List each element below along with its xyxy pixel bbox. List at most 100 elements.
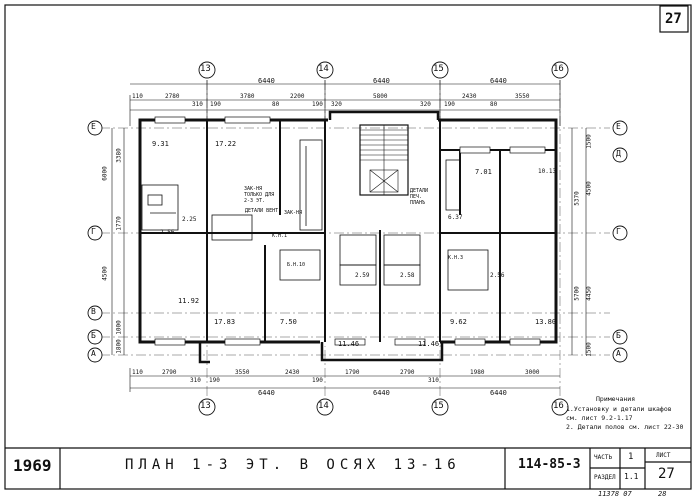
annotation: ДЕТАЛИ ВЕНТ [245, 208, 279, 214]
dim-bottom-chain-11: 1980 [470, 369, 485, 376]
dim-left-2: 3380 [115, 148, 123, 163]
section-label: РАЗДЕЛ [594, 474, 616, 481]
dim-top-overall-3: 6440 [490, 77, 507, 85]
sheet-number-top: 27 [665, 11, 682, 27]
dim-bottom-overall-1: 6440 [258, 389, 275, 397]
dim-right-1: 1500 [585, 134, 593, 149]
sheet-label: ЛИСТ [656, 452, 671, 459]
room-label: 17.83 [214, 318, 236, 326]
room-label: 13.80 [535, 318, 557, 326]
room-label: 9.31 [152, 140, 169, 148]
title-block [5, 447, 691, 489]
annotation: К.Н.1 [272, 233, 288, 239]
bottom-dimension-lines [129, 368, 560, 392]
annotation: ЗАК-НЯ ТОЛЬКО ДЛЯ 2-3 ЭТ. [244, 186, 275, 204]
dim-bottom-chain-10: 310 [428, 377, 439, 384]
partition-walls [141, 139, 489, 291]
dim-top-chain-3: 310 [192, 101, 203, 108]
room-label: 2.58 [400, 272, 415, 279]
sheet-value: 27 [658, 466, 675, 482]
notes-item: 1.Установку и детали шкафов [566, 405, 672, 413]
dim-top-chain-5: 3780 [240, 93, 255, 100]
dim-left-6: 1800 [115, 339, 123, 354]
dim-right-4: 4450 [585, 286, 593, 301]
annotation: Б.Н.10 [287, 262, 306, 268]
dim-right-6: 1500 [585, 342, 593, 357]
room-label: 7.01 [475, 168, 492, 176]
axis-label-right-e: Е [616, 122, 621, 131]
exterior-walls [138, 118, 558, 344]
plan-title: ПЛАН 1-3 ЭТ. В ОСЯХ 13-16 [125, 457, 461, 473]
axis-label-right-g: Г [616, 227, 621, 236]
axis-grid [100, 80, 610, 400]
dim-left-1: 6000 [101, 166, 109, 181]
axis-label-bottom-13: 13 [200, 401, 211, 411]
dim-right-3: 4500 [585, 181, 593, 196]
dim-top-chain-10: 5800 [373, 93, 388, 100]
dim-top-chain-6: 80 [272, 101, 280, 108]
axis-label-left-v: В [91, 307, 96, 316]
axis-label-right-a: А [616, 349, 621, 358]
dim-top-chain-4: 190 [210, 101, 221, 108]
dim-top-chain-13: 2430 [462, 93, 477, 100]
axis-label-top-13: 13 [200, 64, 211, 74]
notes-item: см. лист 9.2-1.17 [566, 414, 633, 422]
dim-bottom-chain-8: 1790 [345, 369, 360, 376]
dim-bottom-chain-5: 3550 [235, 369, 250, 376]
sheet-frame [4, 4, 692, 490]
staircase [359, 124, 409, 196]
axis-label-top-15: 15 [433, 64, 444, 74]
axis-label-left-b: Б [91, 331, 96, 340]
axis-label-bottom-14: 14 [318, 401, 329, 411]
dim-top-chain-11: 320 [420, 101, 431, 108]
top-dimension-lines [129, 80, 561, 126]
footer-stamp: 11378 07 [598, 490, 632, 498]
room-label: 7.50 [280, 318, 297, 326]
room-label: 11.46 [338, 340, 360, 348]
room-label: 10.13 [538, 168, 557, 175]
section-value: 1.1 [624, 472, 639, 481]
dim-bottom-chain-9: 2790 [400, 369, 415, 376]
part-label: ЧАСТЬ [594, 454, 613, 461]
part-value: 1 [628, 452, 634, 462]
right-dimension-lines [571, 128, 587, 355]
dim-top-chain-12: 190 [444, 101, 455, 108]
axis-label-right-d: Д [616, 149, 621, 158]
dim-top-overall-2: 6440 [373, 77, 390, 85]
dim-top-chain-1: 110 [132, 93, 143, 100]
dim-bottom-chain-7: 190 [312, 377, 323, 384]
room-label: 6.37 [448, 214, 463, 221]
annotation: ЗАК-НЯ [284, 210, 303, 216]
doc-code: 114-85-3 [518, 457, 581, 472]
dim-bottom-chain-2: 2790 [162, 369, 177, 376]
axis-label-top-14: 14 [318, 64, 329, 74]
dim-bottom-chain-3: 310 [190, 377, 201, 384]
stair-core-walls [198, 110, 444, 364]
dim-right-2: 5370 [573, 191, 581, 206]
notes-title: Примечания [596, 395, 636, 403]
dim-bottom-chain-6: 2430 [285, 369, 300, 376]
windows [154, 116, 546, 346]
dim-left-4: 4500 [101, 266, 109, 281]
axis-label-bottom-15: 15 [433, 401, 444, 411]
dim-top-chain-7: 2200 [290, 93, 305, 100]
interior-walls [140, 120, 556, 342]
room-label: 11.92 [178, 297, 200, 305]
axis-label-top-16: 16 [553, 64, 564, 74]
left-dimension-lines [111, 128, 125, 355]
room-label: 17.22 [215, 140, 237, 148]
dim-left-5: 1000 [115, 320, 123, 335]
notes-item: 2. Детали полов см. лист 22-30 [566, 423, 684, 431]
axis-markers [87, 61, 628, 416]
sheet-number-box [659, 5, 689, 33]
room-label: 2.56 [160, 229, 175, 236]
dim-top-chain-8: 190 [312, 101, 323, 108]
dim-top-chain-14: 80 [490, 101, 498, 108]
axis-label-right-b: Б [616, 331, 621, 340]
room-label: 9.62 [450, 318, 467, 326]
annotation: ДЕТАЛИ ПЕЧ. ПЛАНЪ [410, 188, 429, 206]
room-label: 2.25 [182, 216, 197, 223]
footer-page: 28 [658, 490, 667, 498]
axis-label-bottom-16: 16 [553, 401, 564, 411]
